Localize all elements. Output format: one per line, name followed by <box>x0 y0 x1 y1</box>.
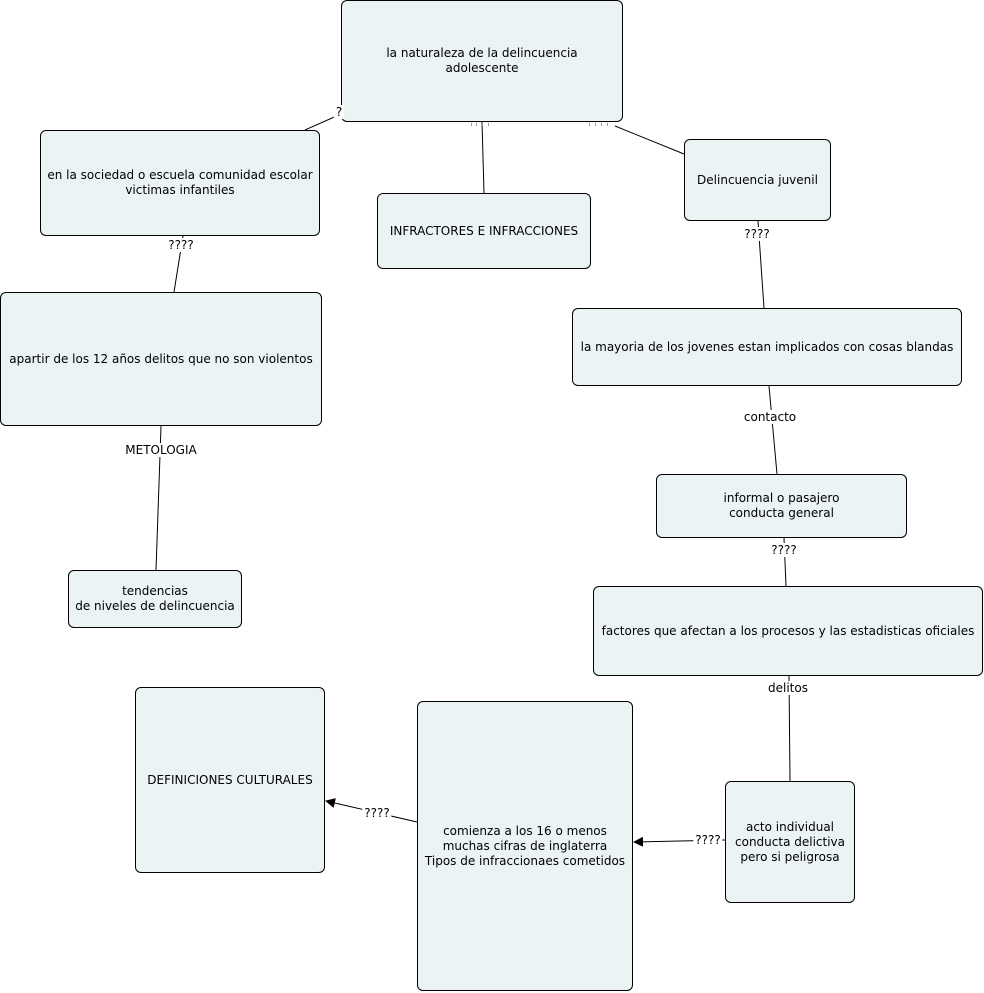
concept-node-mayoria[interactable]: la mayoria de los jovenes estan implicad… <box>572 308 962 386</box>
anchor-dots-root-right <box>589 123 608 126</box>
link-label-acto-comienza[interactable]: ???? <box>693 833 723 847</box>
concept-node-factores[interactable]: factores que afectan a los procesos y la… <box>593 586 983 676</box>
connector-root-juvenil <box>614 125 685 155</box>
concept-node-society[interactable]: en la sociedad o escuela comunidad escol… <box>40 130 320 236</box>
link-label-society-twelve[interactable]: ???? <box>166 238 196 252</box>
link-label-mayoria-informal[interactable]: contacto <box>741 410 799 424</box>
concept-node-juvenil[interactable]: Delincuencia juvenil <box>684 139 831 221</box>
link-label-twelve-tendencias[interactable]: METOLOGIA <box>123 443 199 457</box>
concept-node-definiciones[interactable]: DEFINICIONES CULTURALES <box>135 687 325 873</box>
link-label-factores-acto[interactable]: delitos <box>766 681 810 695</box>
connector-root-infractores <box>481 121 485 194</box>
concept-node-tendencias[interactable]: tendencias de niveles de delincuencia <box>68 570 242 628</box>
concept-node-root[interactable]: la naturaleza de la delincuencia adolesc… <box>341 0 623 122</box>
concept-node-acto[interactable]: acto individual conducta delictiva pero … <box>725 781 855 903</box>
concept-node-infractores[interactable]: INFRACTORES E INFRACCIONES <box>377 193 591 269</box>
concept-node-informal[interactable]: informal o pasajero conducta general <box>656 474 907 538</box>
concept-node-comienza[interactable]: comienza a los 16 o menos muchas cifras … <box>417 701 633 991</box>
connector-mayoria-informal <box>768 385 778 475</box>
link-label-informal-factores[interactable]: ???? <box>769 543 799 557</box>
link-label-root-society[interactable]: ? <box>333 105 345 119</box>
link-label-comienza-definiciones[interactable]: ???? <box>362 806 392 820</box>
anchor-dots-root-center <box>471 123 489 126</box>
link-label-juvenil-mayoria[interactable]: ???? <box>742 227 772 241</box>
concept-node-twelve-years[interactable]: apartir de los 12 años delitos que no so… <box>0 292 322 426</box>
